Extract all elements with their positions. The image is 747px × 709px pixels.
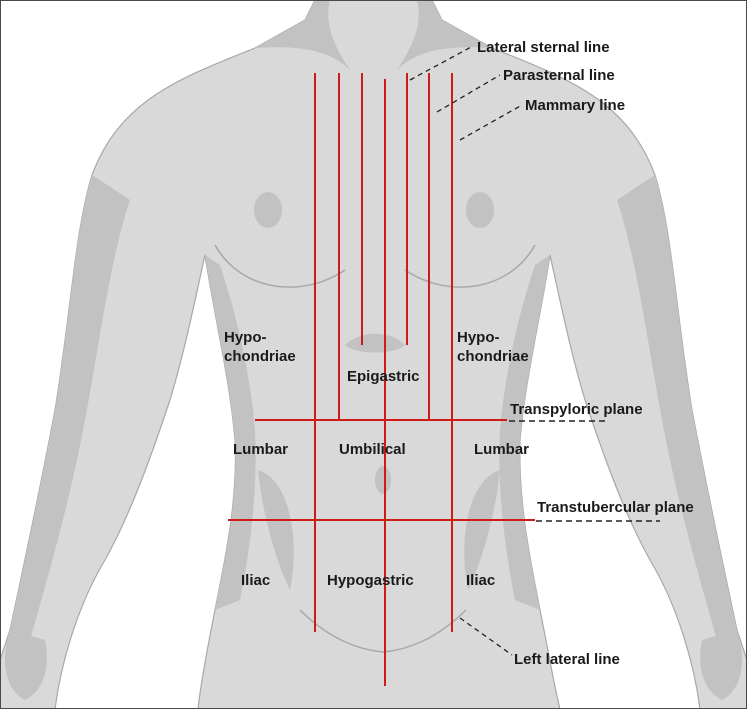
left-lateral-line-label: Left lateral line xyxy=(514,650,620,669)
left-nipple xyxy=(254,192,282,228)
region-hypochondriae-right-line1: Hypo- xyxy=(224,328,296,347)
region-hypochondriae-left: Hypo- chondriae xyxy=(457,328,529,366)
lateral-sternal-line-label: Lateral sternal line xyxy=(477,38,610,57)
region-iliac-left: Iliac xyxy=(466,571,495,590)
mammary-line-label: Mammary line xyxy=(525,96,625,115)
region-hypochondriae-left-line2: chondriae xyxy=(457,347,529,366)
region-hypochondriae-right: Hypo- chondriae xyxy=(224,328,296,366)
region-lumbar-left: Lumbar xyxy=(474,440,529,459)
region-hypochondriae-left-line1: Hypo- xyxy=(457,328,529,347)
region-lumbar-right: Lumbar xyxy=(233,440,288,459)
transtubercular-plane-label: Transtubercular plane xyxy=(537,498,694,517)
parasternal-line-label: Parasternal line xyxy=(503,66,615,85)
region-hypogastric: Hypogastric xyxy=(327,571,414,590)
right-nipple xyxy=(466,192,494,228)
region-hypochondriae-right-line2: chondriae xyxy=(224,347,296,366)
region-umbilical: Umbilical xyxy=(339,440,406,459)
region-epigastric: Epigastric xyxy=(347,367,420,386)
transpyloric-plane-label: Transpyloric plane xyxy=(510,400,643,419)
navel xyxy=(375,466,391,494)
region-iliac-right: Iliac xyxy=(241,571,270,590)
